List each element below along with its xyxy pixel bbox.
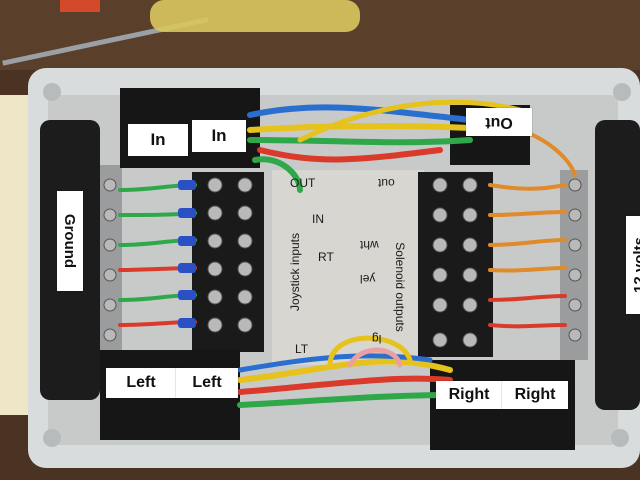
right-terminal-block bbox=[418, 172, 493, 357]
board-out-label: OUT bbox=[290, 176, 316, 190]
label-in-2: In bbox=[192, 120, 246, 152]
label-right-1: Right bbox=[436, 381, 502, 409]
screwdriver-handle bbox=[150, 0, 360, 32]
board-partial-label: lg bbox=[372, 332, 382, 346]
board-rt-label: RT bbox=[318, 250, 334, 264]
label-out: Out bbox=[466, 108, 532, 136]
label-in-1: In bbox=[128, 124, 188, 156]
board-out-inverted-label: out bbox=[378, 176, 395, 190]
board-wht-label: wht bbox=[360, 238, 379, 252]
label-left-2: Left bbox=[176, 368, 238, 398]
board-lt-label: LT bbox=[295, 342, 309, 356]
center-board bbox=[272, 170, 424, 365]
left-terminal-block bbox=[192, 172, 264, 352]
label-ground: Ground bbox=[57, 191, 83, 291]
board-joystick-inputs-label: Joystick inputs bbox=[288, 232, 302, 312]
right-gland bbox=[595, 120, 640, 410]
crimp-connectors bbox=[178, 180, 196, 328]
board-in-label: IN bbox=[312, 212, 324, 226]
board-yel-label: yel bbox=[360, 272, 376, 286]
label-12-volts: 12 volts bbox=[626, 216, 640, 314]
label-left-1: Left bbox=[106, 368, 176, 398]
terminal-screws bbox=[103, 177, 582, 348]
right-bus-bar bbox=[560, 170, 588, 360]
board-solenoid-outputs-label: Solenoid outputs bbox=[393, 242, 407, 332]
label-right-2: Right bbox=[502, 381, 568, 409]
